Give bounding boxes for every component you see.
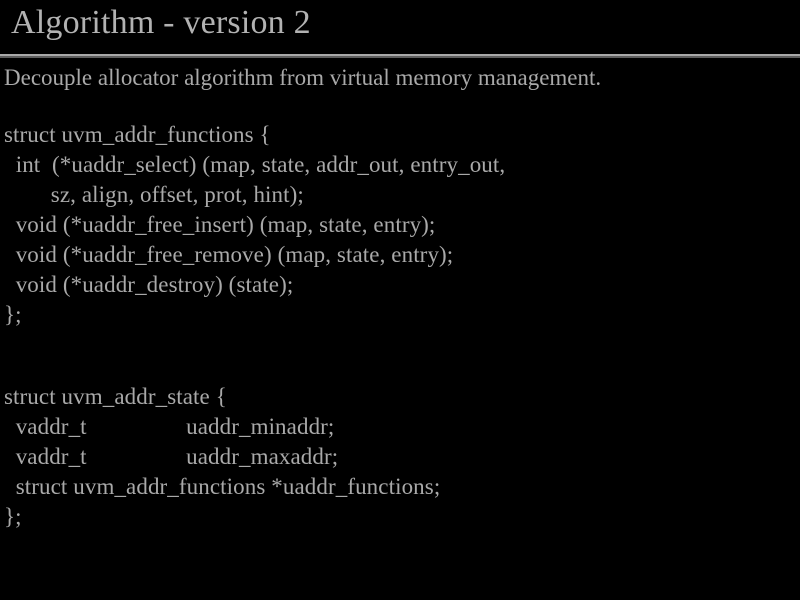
code-line: sz, align, offset, prot, hint); <box>4 182 304 207</box>
spacer-between-blocks <box>0 330 800 356</box>
title-separator-rule <box>0 54 800 58</box>
rule-shadow <box>0 56 800 58</box>
code-line: vaddr_t uaddr_minaddr; <box>4 414 335 439</box>
code-line: void (*uaddr_free_remove) (map, state, e… <box>4 242 454 267</box>
spacer-between-blocks-2 <box>0 356 800 382</box>
code-block-uvm-addr-state: struct uvm_addr_state { vaddr_t uaddr_mi… <box>0 382 800 532</box>
page-title: Algorithm - version 2 <box>11 4 311 41</box>
code-line: void (*uaddr_destroy) (state); <box>4 272 294 297</box>
code-line: }; <box>4 504 22 529</box>
code-line: }; <box>4 302 22 327</box>
slide-body: Decouple allocator algorithm from virtua… <box>0 62 800 532</box>
code-line: void (*uaddr_free_insert) (map, state, e… <box>4 212 436 237</box>
code-line: vaddr_t uaddr_maxaddr; <box>4 444 339 469</box>
code-line: struct uvm_addr_functions { <box>4 122 271 147</box>
rule-highlight <box>0 54 800 56</box>
summary-text: Decouple allocator algorithm from virtua… <box>4 65 602 90</box>
code-line: int (*uaddr_select) (map, state, addr_ou… <box>4 152 506 177</box>
code-line: struct uvm_addr_state { <box>4 384 227 409</box>
spacer-before-block-1 <box>0 94 800 120</box>
code-block-uvm-addr-functions: struct uvm_addr_functions { int (*uaddr_… <box>0 120 800 330</box>
code-line: struct uvm_addr_functions *uaddr_functio… <box>4 474 441 499</box>
